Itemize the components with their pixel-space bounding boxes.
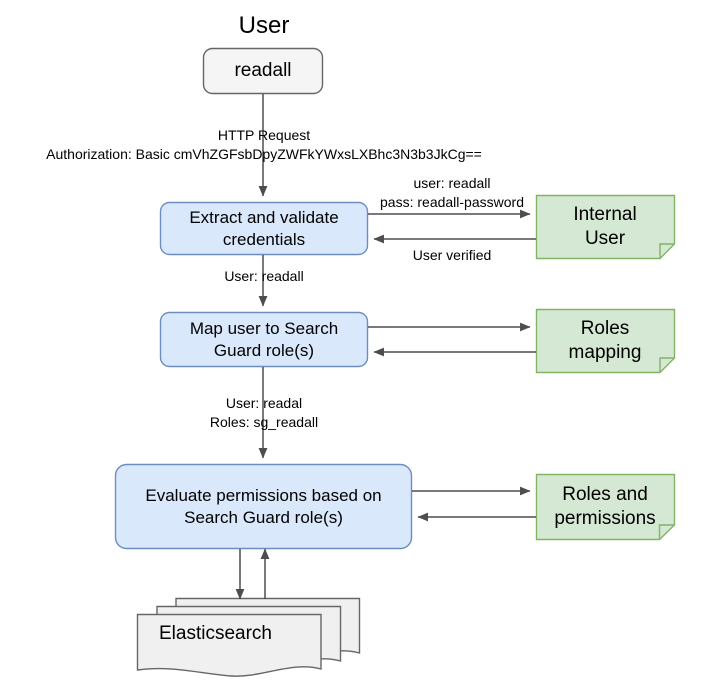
note-internal-user-label[interactable]: Internal User xyxy=(573,203,637,249)
elasticsearch-label[interactable]: Elasticsearch xyxy=(159,622,272,644)
note-roles-mapping-label[interactable]: Roles mapping xyxy=(568,317,642,363)
note-roles-permissions-label[interactable]: Roles and permissions xyxy=(554,483,656,529)
edge-label-http-request: HTTP Request Authorization: Basic cmVhZG… xyxy=(46,127,482,162)
process-evaluate-label[interactable]: Evaluate permissions based on Search Gua… xyxy=(145,485,382,527)
user-box-label[interactable]: readall xyxy=(234,59,292,81)
edge-label-user-readall: User: readall xyxy=(224,268,304,284)
process-map-label[interactable]: Map user to Search Guard role(s) xyxy=(189,318,339,360)
process-extract-label[interactable]: Extract and validate credentials xyxy=(189,207,339,249)
edge-label-user-roles: User: readal Roles: sg_readall xyxy=(209,395,319,430)
page-title: User xyxy=(238,11,290,39)
edge-label-credentials: user: readall pass: readall-password xyxy=(380,175,524,210)
edge-label-user-verified: User verified xyxy=(412,247,492,263)
